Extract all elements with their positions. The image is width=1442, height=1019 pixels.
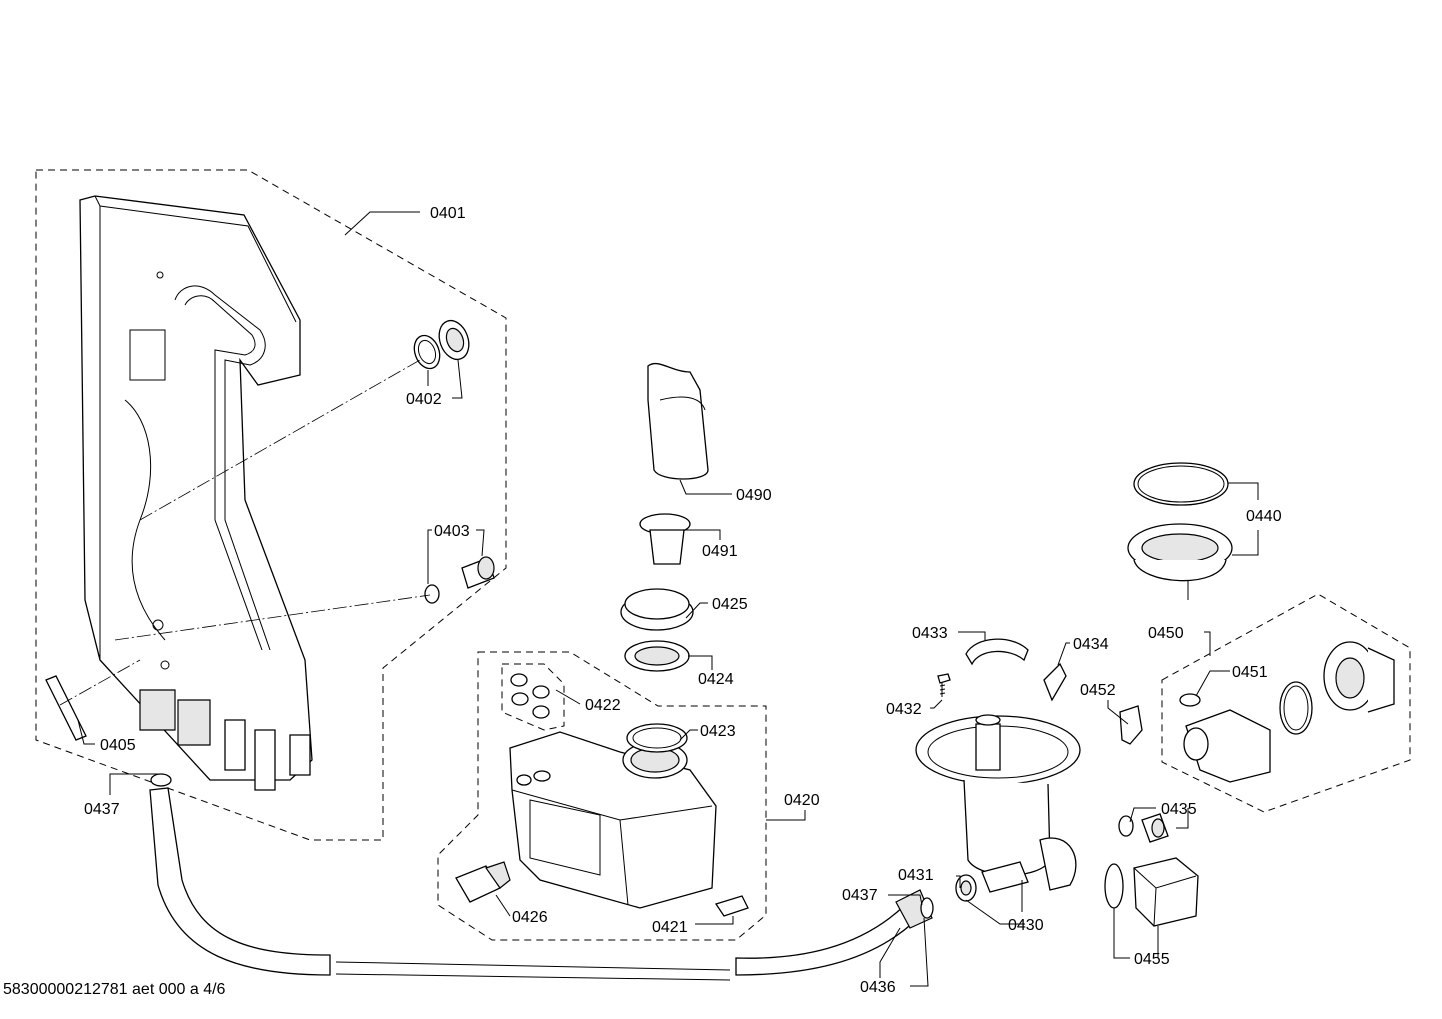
callout-0450: 0450 — [1148, 625, 1184, 642]
sump-part — [915, 714, 1081, 893]
callout-0401: 0401 — [430, 205, 466, 222]
hose-clamp-part-1 — [150, 773, 172, 787]
small-o-ring-part — [1118, 815, 1134, 837]
bracket-part — [714, 895, 749, 917]
gasket-part — [626, 723, 688, 753]
vent-cap-part — [438, 319, 470, 361]
callout-0440: 0440 — [1246, 508, 1282, 525]
drain-hose-part — [149, 787, 933, 981]
funnel-part — [647, 362, 709, 480]
callout-0452: 0452 — [1080, 682, 1116, 699]
callout-0436: 0436 — [860, 979, 896, 996]
callout-0432: 0432 — [886, 701, 922, 718]
callout-0423: 0423 — [700, 723, 736, 740]
callout-0426: 0426 — [512, 909, 548, 926]
callout-0451: 0451 — [1232, 664, 1268, 681]
insert-part — [639, 513, 691, 565]
leader-lines — [77, 211, 1259, 987]
callout-0402: 0402 — [406, 391, 442, 408]
clip-part — [45, 675, 87, 741]
callout-0435: 0435 — [1161, 801, 1197, 818]
callout-0434: 0434 — [1073, 636, 1109, 653]
callout-0422: 0422 — [585, 697, 621, 714]
pump-clamp-part — [1179, 693, 1201, 707]
flap-part — [965, 638, 1029, 666]
drain-pump-o-ring-part — [1104, 863, 1124, 909]
side-panel-part — [79, 195, 313, 791]
group-0401-boundary — [35, 169, 507, 841]
pump-o-ring-part — [1279, 681, 1313, 735]
callout-0431: 0431 — [898, 867, 934, 884]
bracket-clip-part — [1119, 705, 1143, 745]
water-softener-part — [509, 731, 717, 909]
screw-part — [937, 673, 951, 697]
seal-ring-part — [413, 334, 441, 370]
valve-fitting-part — [424, 556, 495, 604]
callout-0430: 0430 — [1008, 917, 1044, 934]
document-id-footer: 58300000212781 aet 000 a 4/6 — [3, 981, 226, 998]
cap-part — [620, 588, 694, 631]
sensor-part — [455, 861, 511, 903]
filter-nipple-part — [955, 874, 977, 902]
callout-0437-left: 0437 — [84, 801, 120, 818]
callout-labels: 0401 0402 0403 0405 0437 0490 0491 0425 … — [84, 205, 1282, 996]
seals-set-part — [510, 673, 550, 719]
o-ring-large-part — [1133, 462, 1229, 506]
callout-0491: 0491 — [702, 543, 738, 560]
temperature-sensor-part — [1141, 813, 1169, 843]
callout-0455: 0455 — [1134, 951, 1170, 968]
pump-motor-part — [1323, 641, 1395, 713]
drain-pump-part — [1133, 857, 1199, 927]
hose-clamp-part-2 — [920, 897, 934, 919]
valve-flap-part — [1043, 662, 1067, 702]
callout-0433: 0433 — [912, 625, 948, 642]
pump-housing-part — [1183, 709, 1271, 783]
callout-0420: 0420 — [784, 792, 820, 809]
callout-0490: 0490 — [736, 487, 772, 504]
impeller-housing-part — [1127, 523, 1233, 600]
callout-0405: 0405 — [100, 737, 136, 754]
group-0422-boundary — [501, 663, 565, 731]
group-0450-boundary — [1161, 593, 1411, 813]
callout-0421: 0421 — [652, 919, 688, 936]
nut-ring-part — [624, 640, 690, 672]
group-0420-boundary — [437, 651, 767, 941]
callout-0403: 0403 — [434, 523, 470, 540]
callout-0437-right: 0437 — [842, 887, 878, 904]
callout-0424: 0424 — [698, 671, 734, 688]
callout-0425: 0425 — [712, 596, 748, 613]
